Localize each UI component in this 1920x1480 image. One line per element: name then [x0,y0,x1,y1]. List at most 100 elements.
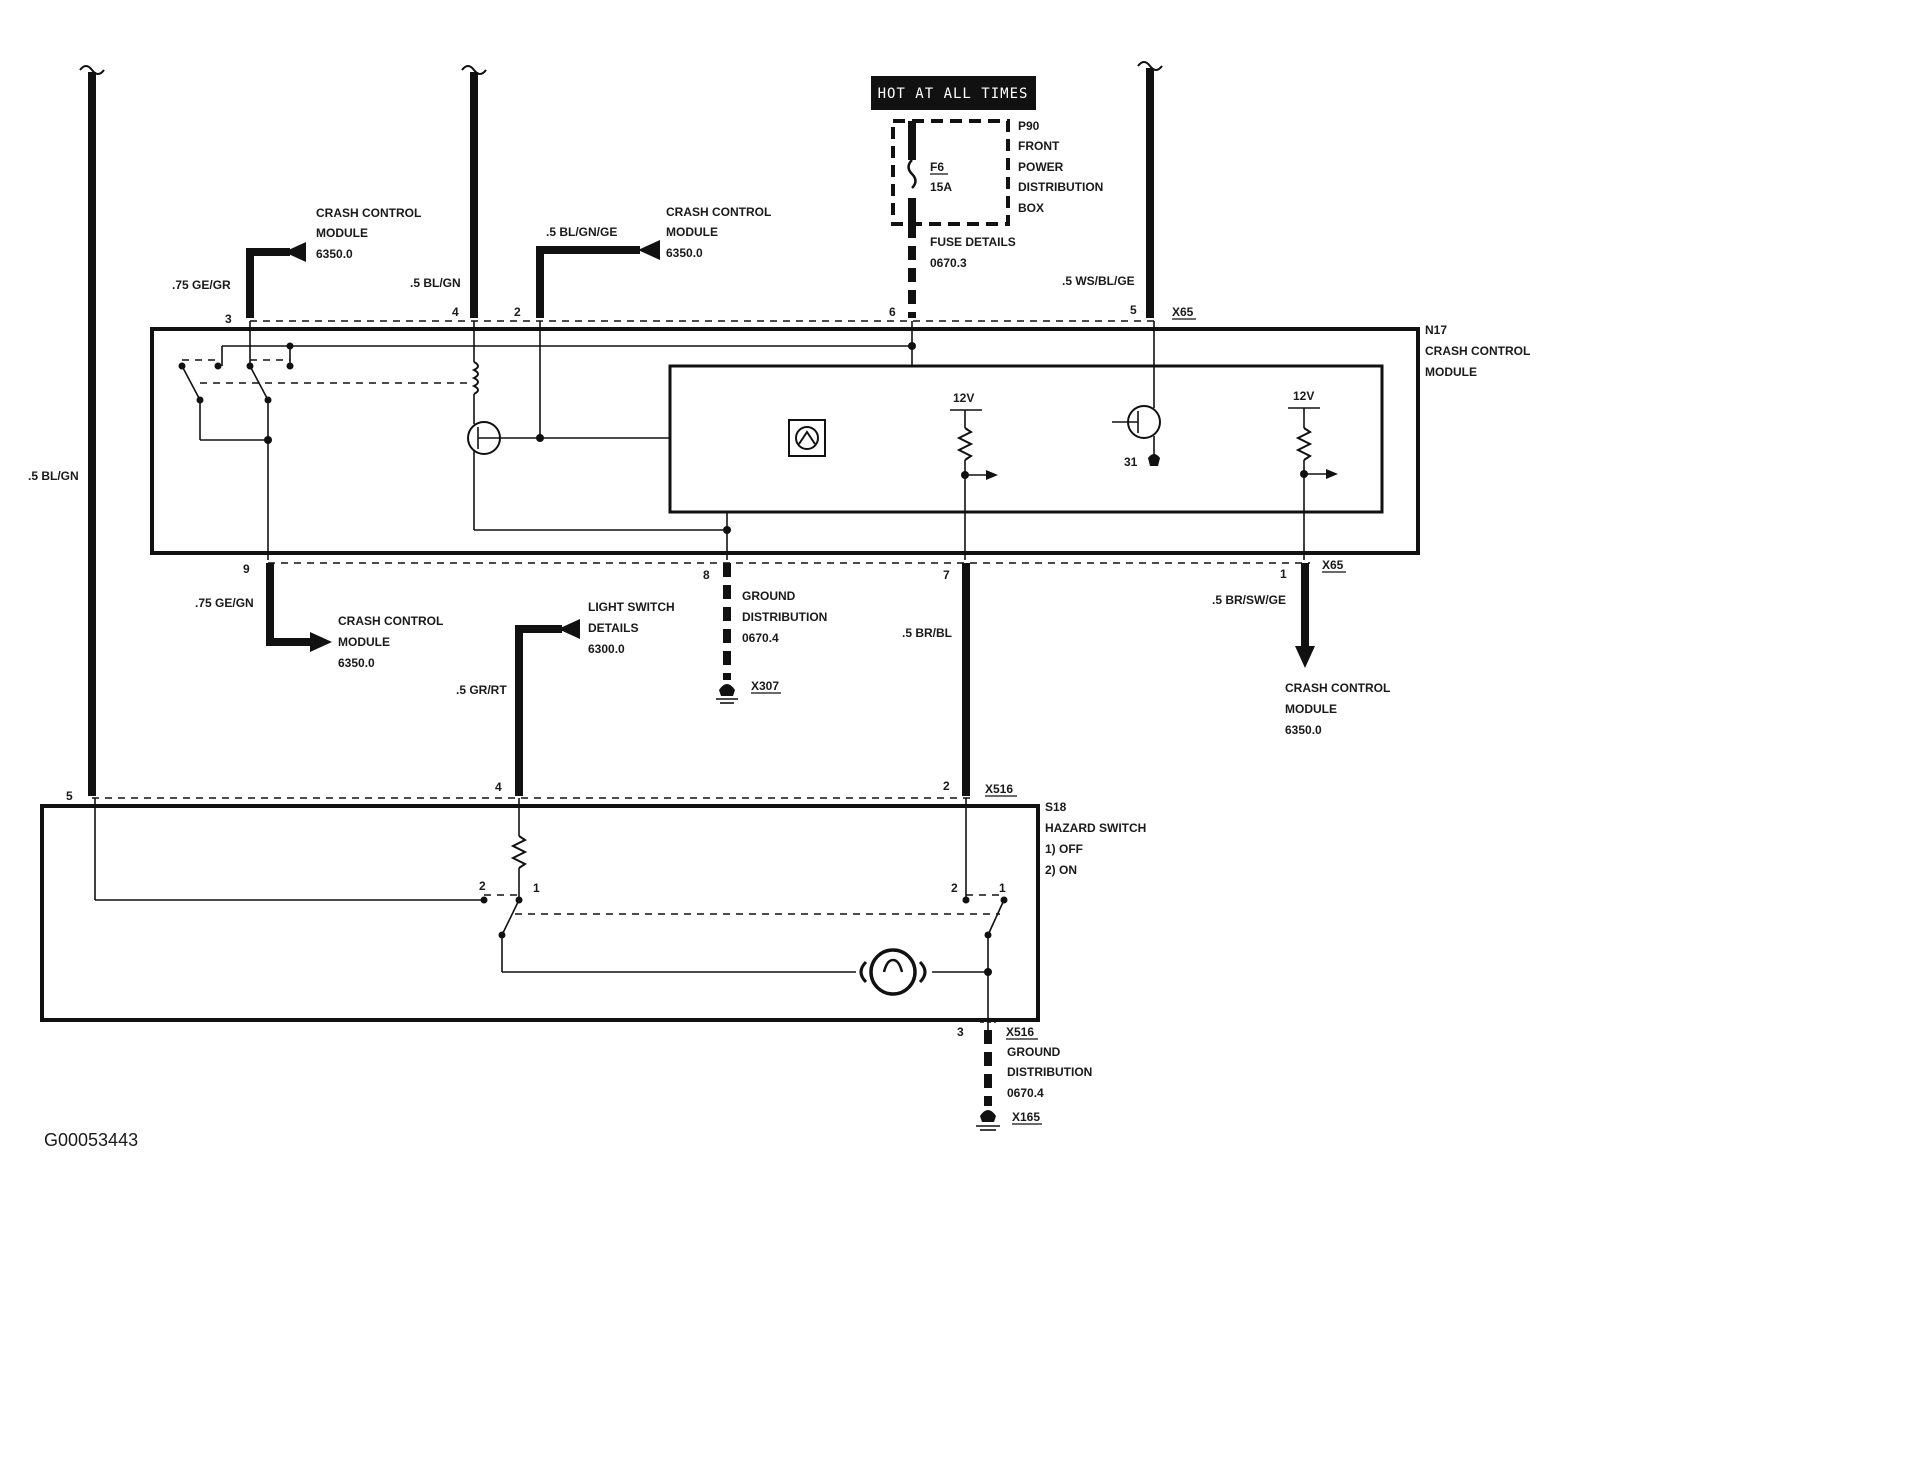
ground-31-icon [1148,454,1160,466]
crash-sensor-element [798,430,816,445]
contact-dot [962,896,970,904]
junction-dot [286,342,294,350]
resistor-icon [1295,427,1313,461]
ground-ref-a-line: 0670.4 [742,631,779,645]
figure-id: G00053443 [44,1130,138,1150]
arrow-left-icon [558,619,580,639]
pin2-wire-label: .5 BL/GN/GE [546,225,617,239]
crash-ref-a-line: MODULE [316,226,368,240]
crash-ref-c-line: MODULE [338,635,390,649]
junction-dot [264,436,272,444]
fuse-details-ref: 0670.3 [930,256,967,270]
junction-dot [908,342,916,350]
wire-break-icon [79,65,105,75]
light-switch-ref-line: LIGHT SWITCH [588,600,675,614]
fuse-box-name-line: FRONT [1018,139,1060,153]
s18-label-line: S18 [1045,800,1067,814]
pin-number: 9 [243,562,250,576]
switch-arm [987,899,1005,936]
pin-number: 4 [452,305,459,319]
n17-module-box [150,327,1420,555]
switch-arm [501,899,520,936]
light-switch-ref-line: DETAILS [588,621,638,635]
arrow-left-icon [284,242,306,262]
pin-number: 3 [957,1025,964,1039]
ground-x165-label: X165 [1012,1110,1040,1124]
crash-ref-b-line: CRASH CONTROL [666,205,771,219]
switch-contact-number: 2 [479,879,486,893]
arrow-left-icon [638,240,660,260]
contact-dot [286,362,294,370]
lamp-socket-icon [918,960,927,984]
crash-ref-c-line: 6350.0 [338,656,375,670]
arrow-right-icon [986,470,998,480]
lamp-filament-icon [882,958,904,973]
fuse-box-name-line: POWER [1018,160,1064,174]
pin1-wire-label: .5 BR/SW/GE [1212,593,1286,607]
crash-ref-b-line: MODULE [666,225,718,239]
pin-number: 2 [514,305,521,319]
resistor-icon [510,835,528,869]
wire-break-icon [461,65,487,75]
wire-break-icon [1137,61,1163,71]
n17-inner-electronics-box [668,364,1384,514]
crash-sensor-element [795,426,819,450]
pin-number: 1 [1280,567,1287,581]
ground-ref-b-line: GROUND [1007,1045,1061,1059]
ground-ref-a-line: DISTRIBUTION [742,610,827,624]
pin-number: 7 [943,568,950,582]
switch-contact-number: 1 [999,881,1006,895]
crash-ref-a-line: CRASH CONTROL [316,206,421,220]
fuse-box-outline [891,119,1010,226]
n17-label-line: N17 [1425,323,1447,337]
pin-number: 5 [1130,303,1137,317]
s18-label-line: 2) ON [1045,863,1077,877]
pin-number: 3 [225,312,232,326]
fuse-box-name-line: BOX [1018,201,1044,215]
ground-x165-icon [980,1110,996,1122]
s18-label-line: 1) OFF [1045,842,1083,856]
n17-label-line: MODULE [1425,365,1477,379]
ground-31-label: 31 [1124,455,1138,469]
fuse-box-name-line: P90 [1018,119,1040,133]
crash-ref-d-line: 6350.0 [1285,723,1322,737]
pin9-wire [266,563,312,646]
voltage-label: 12V [1293,389,1314,403]
n17-top-connector-id: X65 [1172,305,1194,319]
pin3-wire [246,248,290,318]
n17-bottom-connector-id: X65 [1322,558,1344,572]
crash-sensor-icon [788,419,826,457]
fuse-f6-icon [907,159,917,189]
ground-x307-icon [719,684,735,696]
switch-contact-number: 2 [951,881,958,895]
relay-coil-icon [471,361,479,395]
left-main-wire-label: .5 BL/GN [28,469,79,483]
hot-at-all-times-banner [871,76,1036,110]
relay-contact-arm [181,365,201,401]
crash-ref-b-line: 6350.0 [666,246,703,260]
arrow-down-icon [1295,646,1315,668]
pin3-wire-label: .75 GE/GR [172,278,231,292]
pin-number: 4 [495,780,502,794]
s18-top-connector-id: X516 [985,782,1013,796]
ground-ref-b-line: DISTRIBUTION [1007,1065,1092,1079]
arrow-right-icon [1326,469,1338,479]
junction-dot [984,968,992,976]
ground-ref-b-line: 0670.4 [1007,1086,1044,1100]
arrow-right-icon [310,632,332,652]
crash-ref-a-line: 6350.0 [316,247,353,261]
lamp-socket-icon [859,960,868,984]
ground-x307-label: X307 [751,679,779,693]
wiring-diagram: HOT AT ALL TIMES F6 15A P90 FRONT POWER … [28,61,1530,1150]
fuse-rating: 15A [930,180,952,194]
pin7-wire-label: .5 BR/BL [902,626,952,640]
crash-ref-c-line: CRASH CONTROL [338,614,443,628]
crash-ref-d-line: CRASH CONTROL [1285,681,1390,695]
voltage-label: 12V [953,391,974,405]
pin-number: 5 [66,789,73,803]
pin4-wire-label: .5 BL/GN [410,276,461,290]
pin2-wire [536,246,640,318]
fuse-id: F6 [930,160,944,174]
resistor-icon [956,427,974,461]
fuse-box-name-line: DISTRIBUTION [1018,180,1103,194]
